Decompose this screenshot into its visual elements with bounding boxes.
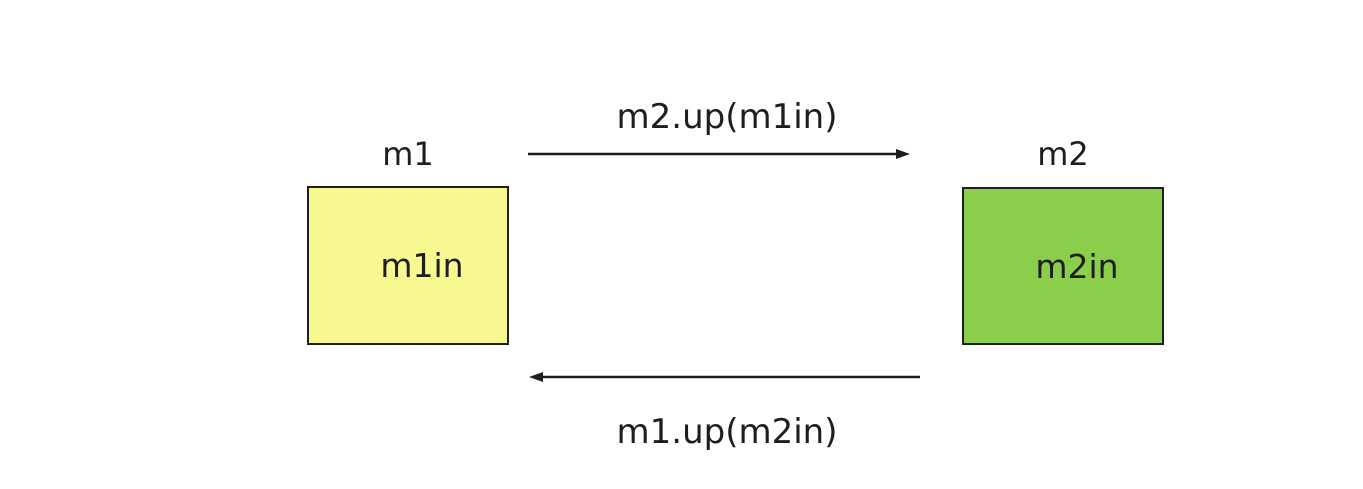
edge-top-label: m2.up(m1in) [616, 97, 838, 137]
edge-bottom-label: m1.up(m2in) [616, 412, 838, 452]
node-m2: m2in [962, 187, 1164, 345]
node-m1-title: m1 [382, 135, 434, 173]
node-m2-title: m2 [1037, 135, 1089, 173]
node-m1-label: m1in [380, 246, 464, 285]
edge-bottom-arrowhead-left-icon [529, 372, 543, 382]
node-m1: m1in [307, 186, 509, 345]
node-m2-label: m2in [1035, 246, 1119, 286]
edge-top-arrowhead-right-icon [896, 149, 910, 159]
